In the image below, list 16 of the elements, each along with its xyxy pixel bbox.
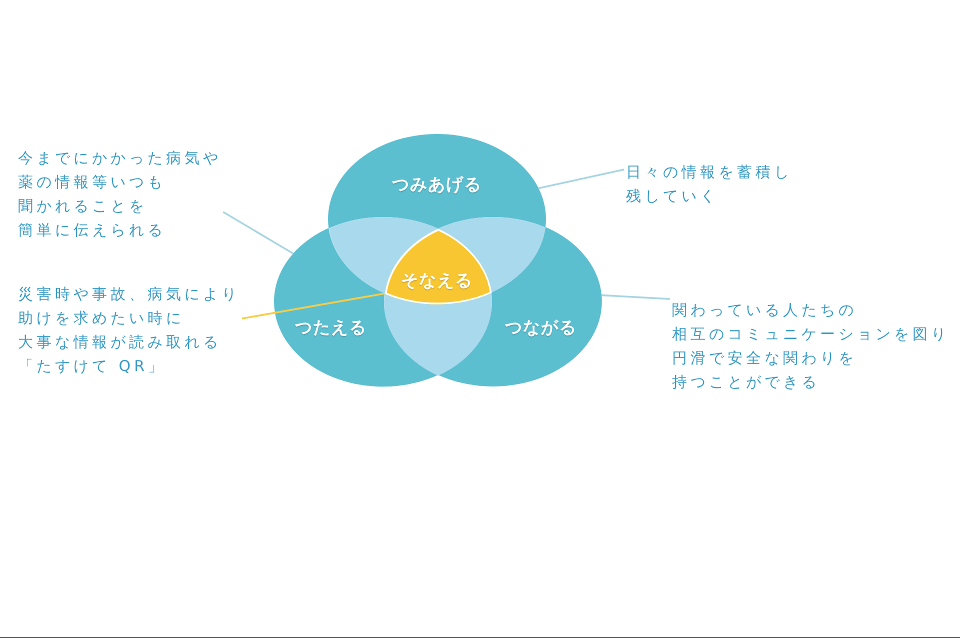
overlap-region [384,292,492,376]
circle-label: つながる [505,318,577,338]
overlap-region [438,216,546,293]
leader-line [242,292,385,320]
leader-line [538,168,624,190]
leader-line [602,294,670,300]
circle-label: つたえる [294,318,367,338]
circle-label: つみあげる [392,174,482,195]
leader-line [222,211,294,254]
annotation-text: 災害時や事故、病気により助けを求めたい時に大事な情報が読み取れる「たすけて QR」 [18,282,240,378]
annotation-text: 今までにかかった病気や薬の情報等いつも聞かれることを簡単に伝えられる [18,146,222,242]
annotation-text: 日々の情報を蓄積し残していく [626,160,792,208]
overlap-region [328,216,438,294]
annotation-text: 関わっている人たちの相互のコミュニケーションを図り円滑で安全な関わりを持つことができる [672,298,950,394]
center-region [384,228,492,304]
center-label: そなえる [400,270,473,291]
